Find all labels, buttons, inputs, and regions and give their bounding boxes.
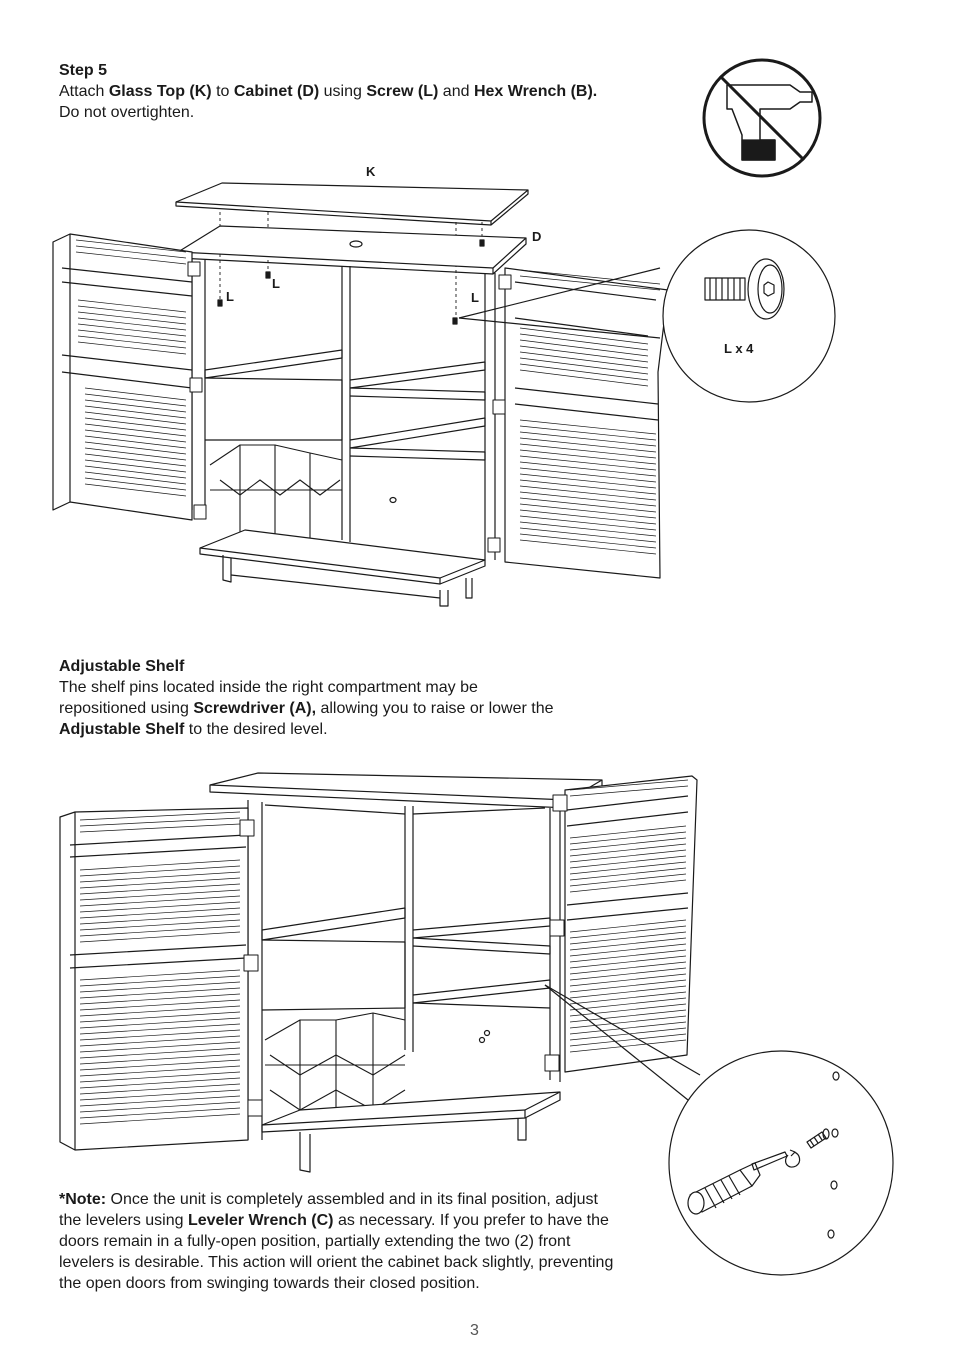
glass-top-k: [175, 182, 529, 226]
screwdriver-icon: [687, 1151, 788, 1215]
svg-text:L: L: [471, 290, 479, 305]
no-power-drill-icon: [702, 58, 822, 178]
screw-icon: [704, 258, 785, 320]
leveler-note: *Note: Once the unit is completely assem…: [59, 1191, 614, 1292]
svg-text:L: L: [272, 276, 280, 291]
assembly-figure-step5: K: [52, 58, 836, 607]
screw-callout: L x 4: [458, 229, 836, 403]
adjustable-shelf-instructions: Adjustable Shelf The shelf pins located …: [59, 656, 559, 740]
svg-text:L: L: [226, 289, 234, 304]
page-number: 3: [470, 1322, 479, 1339]
right-door: [504, 267, 669, 579]
shelf-body: The shelf pins located inside the right …: [59, 679, 554, 738]
label-k: K: [366, 164, 376, 179]
step-line-1: Attach Glass Top (K) to Cabinet (D) usin…: [59, 83, 598, 100]
shelf-pin-icon: [806, 1128, 830, 1149]
step-title: Step 5: [59, 62, 108, 79]
label-d: D: [532, 229, 541, 244]
screw-quantity: L x 4: [724, 341, 754, 356]
rotate-arrow-icon: [784, 1149, 801, 1168]
screws-l: [217, 239, 485, 325]
shelf-title: Adjustable Shelf: [59, 658, 185, 675]
step-line-2: Do not overtighten.: [59, 104, 195, 121]
shelf-pin-detail: [668, 1050, 894, 1276]
left-door: [52, 233, 193, 521]
step-5-instructions: Step 5 Attach Glass Top (K) to Cabinet (…: [59, 60, 679, 123]
